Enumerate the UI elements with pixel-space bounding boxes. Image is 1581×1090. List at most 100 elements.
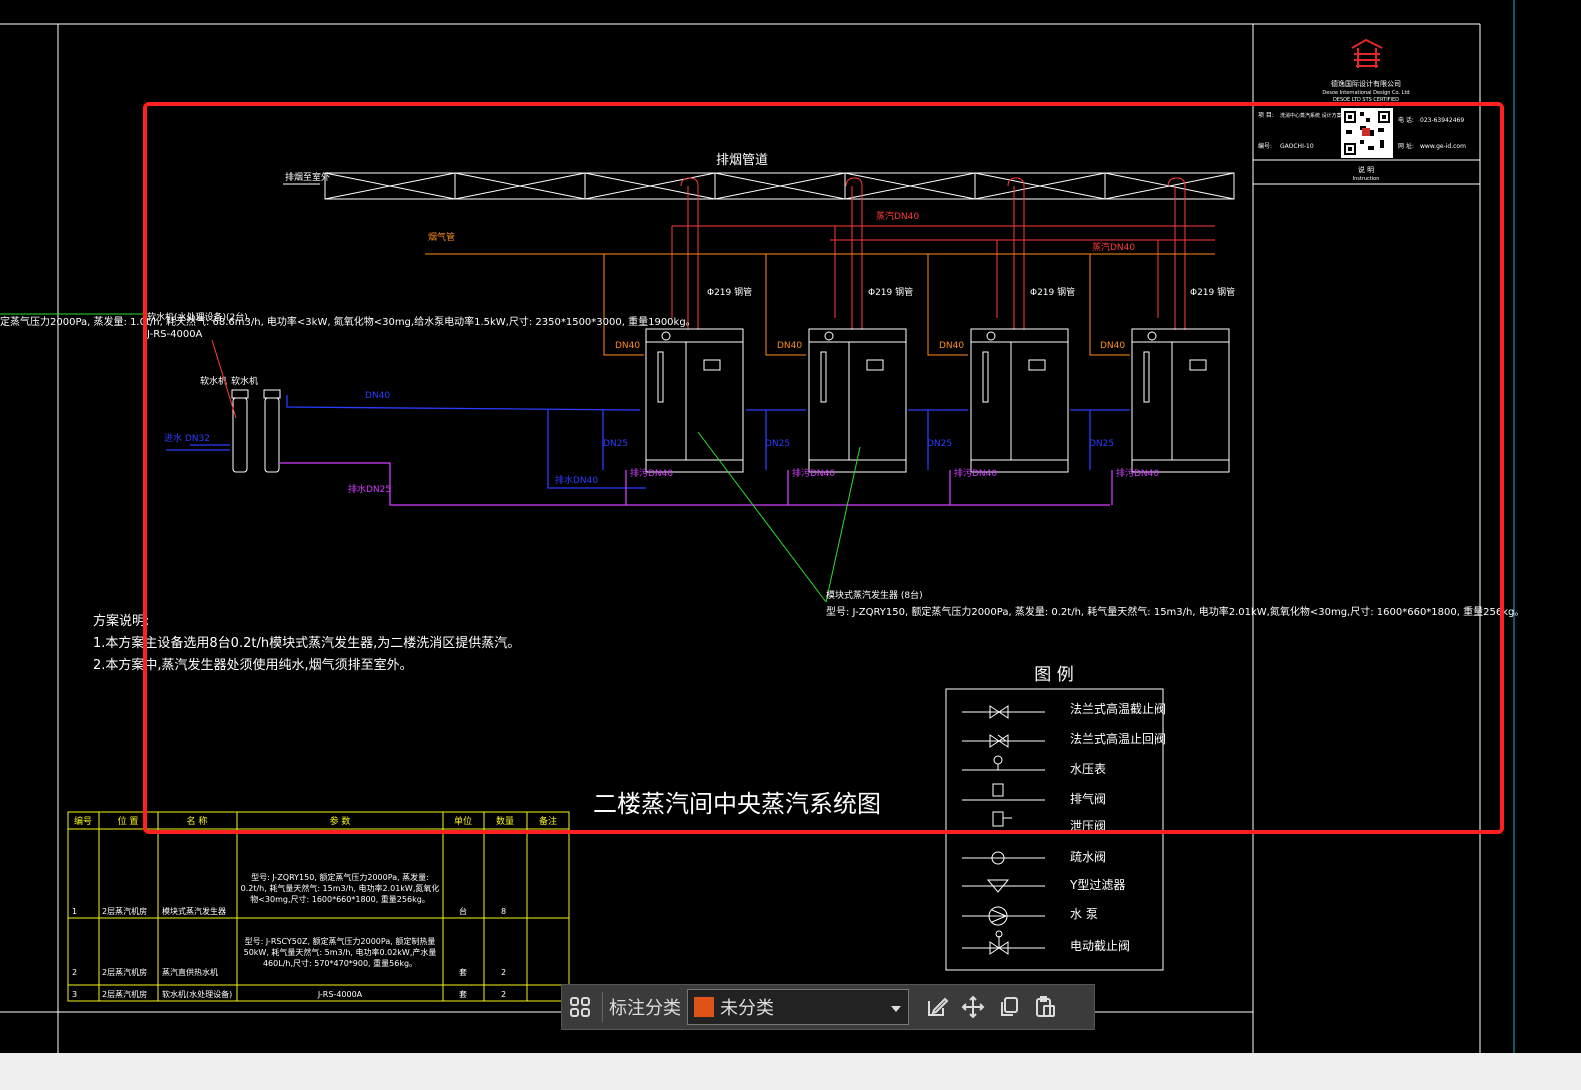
flue-gas-pipes — [425, 253, 1215, 356]
section-sub: Instruction — [1353, 176, 1380, 182]
move-icon[interactable] — [955, 989, 991, 1025]
table-row-1-name: 模块式蒸汽发生器 — [162, 906, 226, 916]
table-header-qty: 数量 — [496, 815, 514, 827]
grid-icon[interactable] — [562, 989, 598, 1025]
table-row-1-no: 1 — [72, 907, 77, 916]
legend-label-3: 水压表 — [1070, 762, 1106, 776]
table-row-3-params: J-RS-4000A — [317, 990, 363, 999]
flanged-globe-valve-icon — [962, 705, 1045, 719]
legend-label-9: 电动截止阀 — [1070, 939, 1130, 953]
water-pump-icon — [962, 906, 1045, 926]
table-row-2-params-box: 型号: J-RSCY50Z, 额定蒸气压力2000Pa, 额定制热量50kW, … — [243, 937, 437, 968]
notes-title: 方案说明: — [93, 613, 149, 629]
generator-title: 模块式蒸汽发生器 (8台) — [826, 589, 923, 601]
selection-rectangle[interactable] — [143, 102, 1504, 834]
note-2: 2.本方案中,蒸汽发生器处须使用纯水,烟气须排至室外。 — [93, 657, 413, 673]
table-row-1-location: 2层蒸汽机房 — [102, 906, 147, 916]
main-drain-label: 排水DN40 — [555, 474, 598, 486]
category-dropdown[interactable]: 未分类 — [687, 989, 909, 1025]
legend-label-7: Y型过滤器 — [1069, 878, 1125, 892]
phone-label: 电 话: — [1398, 116, 1414, 124]
steam-generator-2 — [808, 328, 907, 473]
edit-icon[interactable] — [919, 989, 955, 1025]
annotation-category-label: 标注分类 — [609, 998, 681, 1019]
table-row-2-location: 2层蒸汽机房 — [102, 967, 147, 977]
phone-value: 023-63942469 — [1420, 117, 1464, 124]
legend-label-2: 法兰式高温止回阀 — [1070, 731, 1166, 746]
steam-generator-4 — [1131, 328, 1230, 473]
dropdown-arrow-icon — [890, 998, 902, 1017]
copy-icon[interactable] — [991, 989, 1027, 1025]
table-row-1-params-box: 型号: J-ZQRY150, 额定蒸气压力2000Pa, 蒸发量: 0.2t/h… — [240, 873, 440, 904]
company-name: 德逸国际设计有限公司 — [1331, 79, 1401, 88]
table-row-3-name: 软水机(水处理设备) — [162, 989, 232, 999]
drain-label: 排水DN25 — [348, 483, 391, 495]
note-1: 1.本方案主设备选用8台0.2t/h模块式蒸汽发生器,为二楼洗消区提供蒸汽。 — [93, 635, 520, 651]
softener-label-1: 软水机 — [200, 375, 227, 387]
table-header-location: 位 置 — [118, 815, 139, 827]
legend-label-1: 法兰式高温截止阀 — [1070, 701, 1166, 716]
company-sub: DESOE LTD STS CERTIFIED — [1333, 97, 1399, 103]
blowdown-label-2: 排污DN40 — [792, 467, 835, 479]
project-value: 洗消中心蒸汽系统 设计方案与图纸 — [1280, 112, 1357, 119]
table-row-2-name: 蒸汽直供热水机 — [162, 967, 218, 977]
generator-leaders — [697, 431, 861, 603]
category-color-swatch — [694, 997, 714, 1017]
blowdown-label-3: 排污DN40 — [954, 467, 997, 479]
water-branch-label-1: DN25 — [603, 439, 628, 449]
flue-header-label: 排烟管道 — [716, 153, 768, 168]
table-row-3-unit: 套 — [459, 989, 467, 999]
flue-outlet-label: 排烟至室外 — [285, 171, 330, 183]
table-row-3-location: 2层蒸汽机房 — [102, 989, 147, 999]
softener-title: 软水机(水处理设备)(2台) — [147, 311, 248, 323]
steam-branch-label: 蒸汽DN40 — [1092, 241, 1135, 253]
table-row-3-no: 3 — [72, 990, 77, 999]
boiler-valve-label-1: DN40 — [615, 341, 640, 351]
pipe-spec-2: Φ219 钢管 — [868, 286, 913, 298]
table-header-remark: 备注 — [539, 815, 557, 827]
toolbar-divider — [602, 992, 603, 1022]
steam-generator-1 — [645, 328, 744, 473]
legend-label-8: 水 泵 — [1070, 907, 1098, 921]
drawing-title: 二楼蒸汽间中央蒸汽系统图 — [593, 790, 881, 818]
pressure-gauge-icon — [962, 755, 1045, 771]
company-logo — [1351, 38, 1383, 68]
softener-label-2: 软水机 — [231, 375, 258, 387]
legend-label-5: 泄压阀 — [1070, 819, 1106, 833]
table-row-1-qty: 8 — [501, 907, 506, 916]
equipment-table: 编号 位 置 名 称 参 数 单位 数量 备注 1 2层蒸汽机房 模块式蒸汽发生… — [67, 811, 570, 1002]
paste-icon[interactable] — [1027, 989, 1063, 1025]
project-label: 项 目: — [1258, 112, 1274, 119]
legend: 图 例 法兰式高温截止阀 法兰式高温止回阀 水压表 排气阀 泄压阀 疏水阀 Y型… — [945, 665, 1166, 971]
flanged-check-valve-icon — [962, 734, 1045, 748]
pipe-spec-4: Φ219 钢管 — [1190, 286, 1235, 298]
table-header-unit: 单位 — [454, 815, 472, 827]
blowdown-label-1: 排污DN40 — [630, 467, 673, 479]
steam-trap-icon — [962, 851, 1045, 865]
generator-spec: 型号: J-ZQRY150, 额定蒸气压力2000Pa, 蒸发量: 0.2t/h… — [826, 605, 1524, 618]
steam-main-label: 蒸汽DN40 — [876, 210, 919, 222]
category-value: 未分类 — [720, 998, 774, 1019]
web-label: 网 址: — [1398, 142, 1414, 150]
y-strainer-icon — [962, 879, 1045, 893]
water-branch-label-3: DN25 — [927, 439, 952, 449]
table-row-1-unit: 台 — [459, 906, 467, 916]
legend-label-4: 排气阀 — [1070, 791, 1106, 806]
section-label: 说 明 — [1358, 165, 1374, 174]
table-row-1-params: 型号: J-ZQRY150, 额定蒸气压力2000Pa, 蒸发量: 0.2t/h… — [240, 873, 440, 904]
web-value: www.ge-id.com — [1420, 143, 1466, 150]
table-header-no: 编号 — [74, 815, 92, 827]
table-row-2-params: 型号: J-RSCY50Z, 额定蒸气压力2000Pa, 额定制热量50kW, … — [243, 937, 437, 968]
qr-code — [1341, 108, 1393, 158]
boiler-valve-label-3: DN40 — [939, 341, 964, 351]
table-row-3-qty: 2 — [501, 990, 506, 999]
pipe-spec-3: Φ219 钢管 — [1030, 286, 1075, 298]
title-block: 德逸国际设计有限公司 Desoe International Design Co… — [1253, 38, 1480, 182]
table-header-params: 参 数 — [330, 815, 351, 827]
flue-pipe-label: 烟气管 — [428, 231, 455, 243]
water-in-label: DN40 — [365, 391, 390, 401]
blowdown-label-4: 排污DN40 — [1116, 467, 1159, 479]
table-header-name: 名 称 — [187, 815, 208, 827]
number-label: 编号: — [1258, 142, 1272, 150]
number-value: GAOCHI-10 — [1280, 143, 1314, 150]
